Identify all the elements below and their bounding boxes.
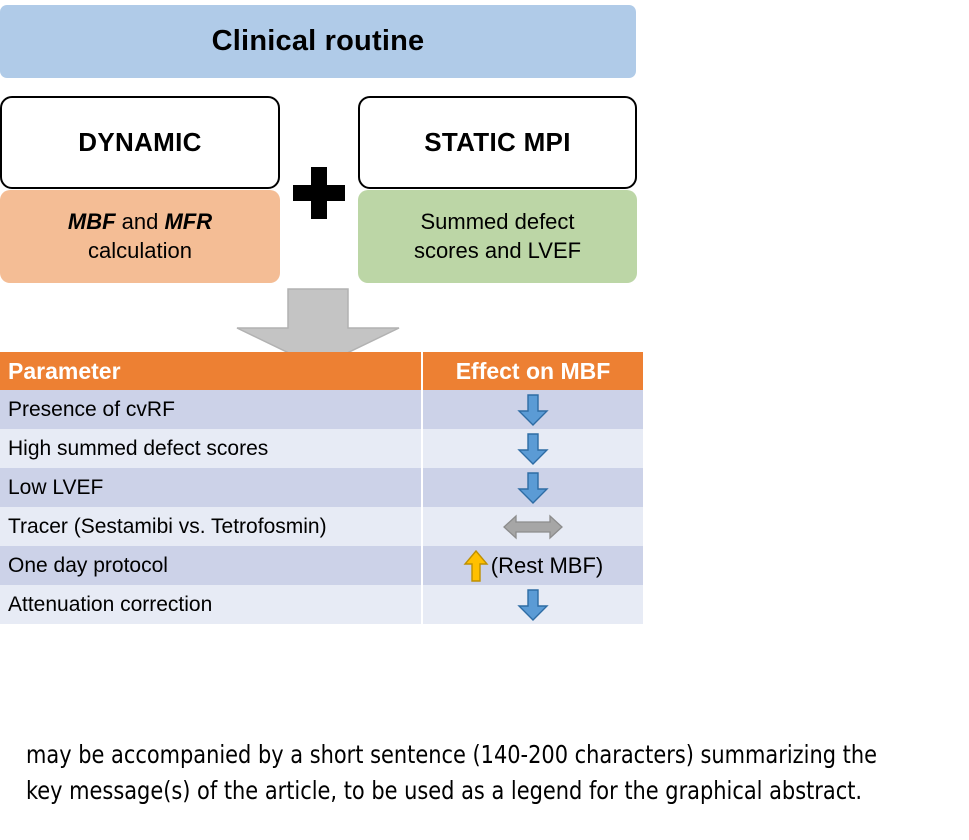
dynamic-body-line-1: MBF and MFR (68, 208, 212, 236)
row-parameter: Attenuation correction (0, 585, 423, 624)
column-header-effect: Effect on MBF (422, 352, 643, 390)
dynamic-and-word: and (115, 209, 165, 235)
mbf-emphasis: MBF (67, 209, 116, 235)
table-row: Attenuation correction (0, 585, 643, 624)
row-parameter: Low LVEF (0, 468, 423, 507)
row-parameter: Presence of cvRF (0, 390, 423, 429)
row-parameter: One day protocol (0, 546, 423, 585)
table-row: Low LVEF (0, 468, 643, 507)
table-row: Tracer (Sestamibi vs. Tetrofosmin) (0, 507, 643, 546)
dynamic-body-line-2: calculation (88, 237, 192, 263)
up-arrow-yellow-icon (463, 549, 489, 583)
row-effect-note: (Rest MBF) (490, 552, 604, 578)
plus-operator-icon (293, 167, 345, 219)
static-body-line-1: Summed defect (420, 209, 575, 235)
table-row: High summed defect scores (0, 429, 643, 468)
dynamic-body-box: MBF and MFR calculation (0, 190, 280, 283)
row-parameter: High summed defect scores (0, 429, 423, 468)
effect-table: Parameter Effect on MBF Presence of cvRF… (0, 352, 643, 624)
down-arrow-blue-icon (516, 432, 550, 466)
mfr-emphasis: MFR (164, 209, 213, 235)
caption-text: may be accompanied by a short sentence (… (26, 740, 877, 805)
row-effect: (Rest MBF) (422, 546, 643, 585)
static-mpi-body-box: Summed defect scores and LVEF (358, 190, 637, 283)
column-header-parameter: Parameter (0, 352, 423, 390)
row-effect (422, 507, 643, 546)
down-arrow-blue-icon (516, 471, 550, 505)
dynamic-head-box: DYNAMIC (0, 96, 280, 189)
row-effect (422, 429, 643, 468)
static-mpi-head-box: STATIC MPI (358, 96, 637, 189)
table-row: Presence of cvRF (0, 390, 643, 429)
static-mpi-label: STATIC MPI (424, 127, 571, 157)
row-effect (422, 390, 643, 429)
row-effect (422, 585, 643, 624)
table-header-row: Parameter Effect on MBF (0, 352, 643, 390)
static-body-line-2: scores and LVEF (413, 237, 582, 263)
flow-down-arrow-icon (236, 288, 400, 368)
row-effect (422, 468, 643, 507)
down-arrow-blue-icon (516, 588, 550, 622)
clinical-routine-banner: Clinical routine (0, 5, 636, 78)
table-row: One day protocol (Rest MBF) (0, 546, 643, 585)
banner-title: Clinical routine (211, 25, 425, 57)
double-arrow-grey-icon (502, 513, 564, 541)
down-arrow-blue-icon (516, 393, 550, 427)
row-parameter: Tracer (Sestamibi vs. Tetrofosmin) (0, 507, 423, 546)
dynamic-label: DYNAMIC (78, 127, 202, 157)
